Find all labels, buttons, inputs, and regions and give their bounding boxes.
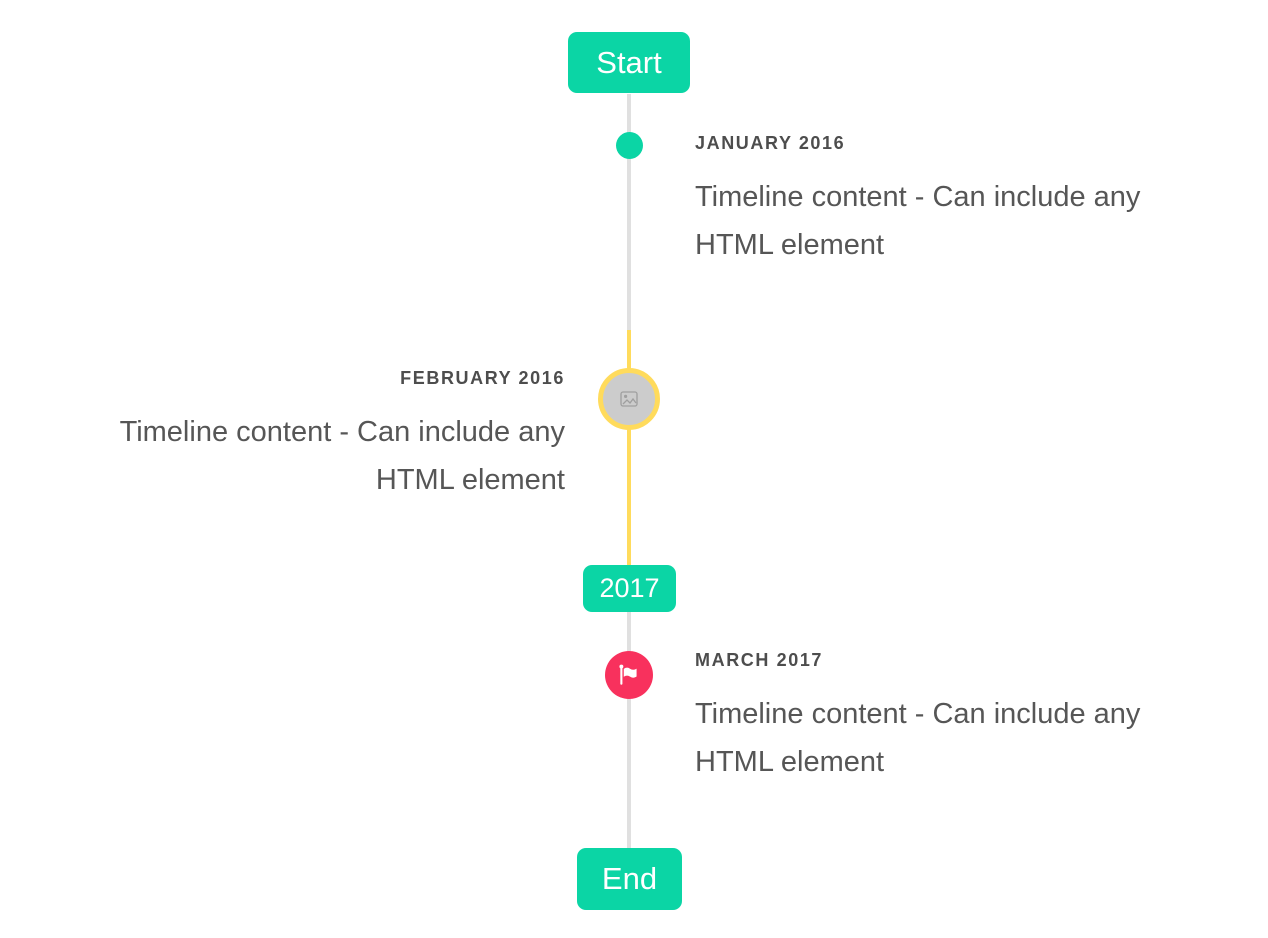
start-flag-label: Start: [596, 44, 662, 80]
timeline-line-segment-top: [627, 94, 631, 330]
event-dot-january: [616, 132, 643, 159]
event-image-circle-february: [598, 368, 660, 430]
event-content: Timeline content - Can include any HTML …: [695, 181, 1141, 261]
timeline-entry-march: MARCH 2017 Timeline content - Can includ…: [695, 650, 1217, 786]
year-flag-2017: 2017: [583, 565, 676, 612]
end-flag: End: [577, 848, 682, 910]
timeline-entry-february: FEBRUARY 2016 Timeline content - Can inc…: [43, 368, 565, 504]
broken-image-icon: [620, 391, 638, 407]
start-flag: Start: [568, 32, 690, 93]
event-flag-circle-march: [605, 651, 653, 699]
end-flag-label: End: [601, 861, 658, 896]
flag-icon: [617, 663, 642, 688]
timeline-entry-january: JANUARY 2016 Timeline content - Can incl…: [695, 133, 1217, 269]
event-title: FEBRUARY 2016: [400, 368, 565, 388]
event-title: MARCH 2017: [695, 650, 824, 670]
event-content: Timeline content - Can include any HTML …: [119, 416, 565, 496]
event-content: Timeline content - Can include any HTML …: [695, 698, 1141, 778]
timeline-line-segment-bottom: [627, 611, 631, 848]
year-flag-label: 2017: [599, 573, 660, 603]
event-title: JANUARY 2016: [695, 133, 846, 153]
timeline-line-segment-yellow: [627, 330, 631, 567]
